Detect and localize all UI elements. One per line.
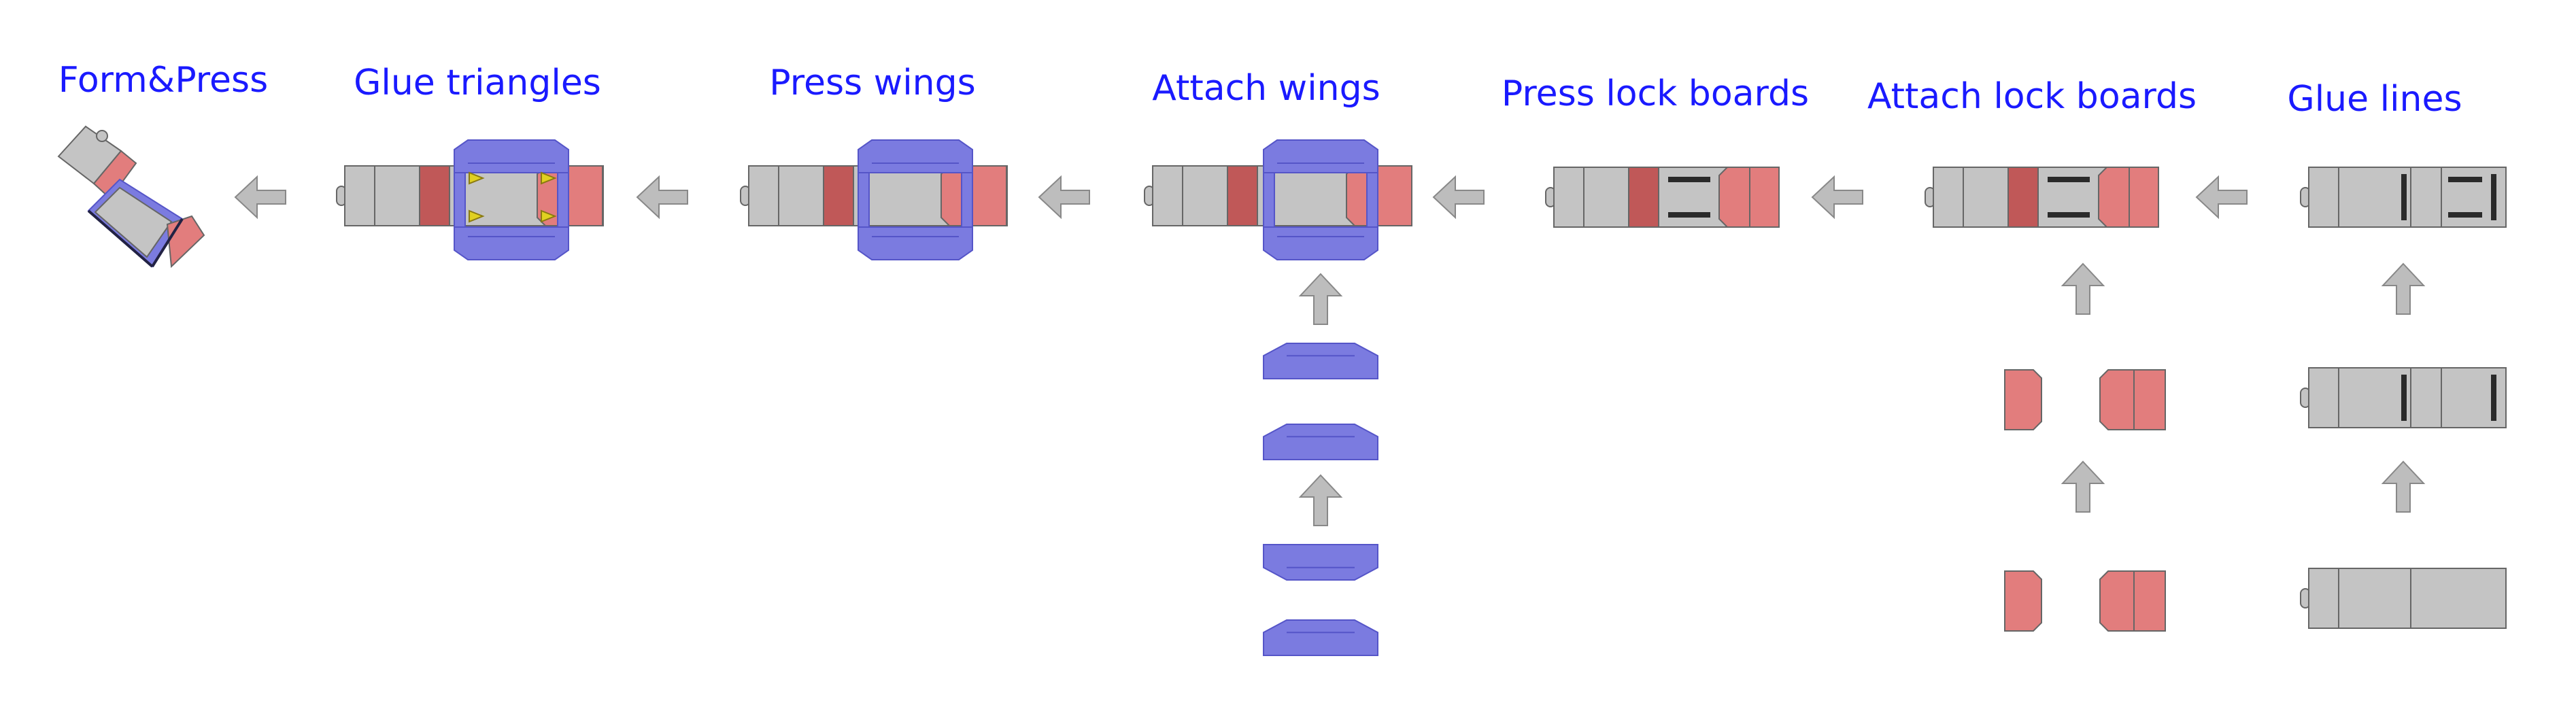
lock-board — [940, 165, 1007, 226]
wing-side-left — [1263, 172, 1275, 228]
board-body — [2308, 367, 2507, 428]
arrow-up-wings-1 — [1298, 273, 1343, 325]
glue-triangle — [541, 171, 557, 185]
arrow-left-1 — [234, 175, 286, 220]
lock-board-left — [823, 165, 854, 226]
lock-board — [2099, 570, 2166, 632]
arrow-left-2 — [636, 175, 688, 220]
arrow-left-4 — [1432, 175, 1485, 220]
wing-bottom — [1263, 226, 1378, 260]
box-edge — [87, 209, 154, 268]
step-title-form-press: Form&Press — [58, 60, 269, 101]
arrow-up-wings-2 — [1298, 474, 1343, 526]
step-title-glue-triangles: Glue triangles — [354, 63, 601, 103]
lock-board — [537, 165, 603, 226]
arrow-up-lock-2 — [2061, 460, 2105, 513]
box-tab — [96, 130, 108, 142]
wing-side-left — [858, 172, 870, 228]
lock-board — [2004, 570, 2042, 632]
glue-lines-board-result — [2300, 167, 2507, 228]
arrow-left-3 — [1038, 175, 1090, 220]
step-title-attach-lock-boards: Attach lock boards — [1867, 76, 2197, 117]
folded-box — [57, 125, 205, 269]
loose-wings — [1263, 343, 1378, 656]
wing-top — [858, 139, 973, 173]
board-body — [2308, 568, 2507, 629]
attach-wings-board — [1144, 139, 1412, 260]
wing-piece — [1263, 619, 1378, 656]
wing-piece — [1263, 343, 1378, 379]
glue-triangle — [469, 171, 485, 185]
lock-board-left — [419, 165, 450, 226]
press-lock-boards-board — [1545, 167, 1780, 228]
arrow-up-lock-1 — [2061, 262, 2105, 315]
wing-top — [454, 139, 569, 173]
lock-board-left — [1227, 165, 1258, 226]
step-title-press-wings: Press wings — [769, 63, 976, 103]
glue-triangles-board — [336, 139, 604, 260]
glue-lines-board-blank — [2300, 568, 2507, 629]
press-wings-board — [740, 139, 1008, 260]
step-title-press-lock-boards: Press lock boards — [1501, 73, 1810, 114]
wing-bottom — [454, 226, 569, 260]
lock-board-pair-bottom — [2004, 570, 2166, 632]
step-title-glue-lines: Glue lines — [2287, 79, 2462, 120]
glue-triangle — [541, 209, 557, 223]
lock-board — [2099, 369, 2166, 430]
wing-piece — [1263, 424, 1378, 460]
wing-side-right — [557, 172, 569, 228]
wing-top — [1263, 139, 1378, 173]
wing-bottom — [858, 226, 973, 260]
wing-side-left — [454, 172, 466, 228]
attach-lock-boards-result — [1925, 167, 2159, 228]
wing-piece — [1263, 544, 1378, 581]
arrow-up-glue-1 — [2381, 262, 2426, 315]
arrow-left-5 — [1811, 175, 1863, 220]
wing-side-right — [1366, 172, 1378, 228]
lock-board-left — [2007, 167, 2039, 228]
wing-side-right — [961, 172, 973, 228]
glue-lines-board-partial — [2300, 367, 2507, 428]
lock-board — [2004, 369, 2042, 430]
arrow-up-glue-2 — [2381, 460, 2426, 513]
lock-board — [1346, 165, 1412, 226]
box-lock-flap — [166, 215, 205, 269]
lock-board-left — [1628, 167, 1659, 228]
step-title-attach-wings: Attach wings — [1152, 68, 1380, 109]
box-edge — [151, 218, 184, 268]
arrow-left-6 — [2195, 175, 2248, 220]
lock-board-pair-top — [2004, 369, 2166, 430]
glue-triangle — [469, 209, 485, 223]
box-base — [94, 186, 173, 258]
